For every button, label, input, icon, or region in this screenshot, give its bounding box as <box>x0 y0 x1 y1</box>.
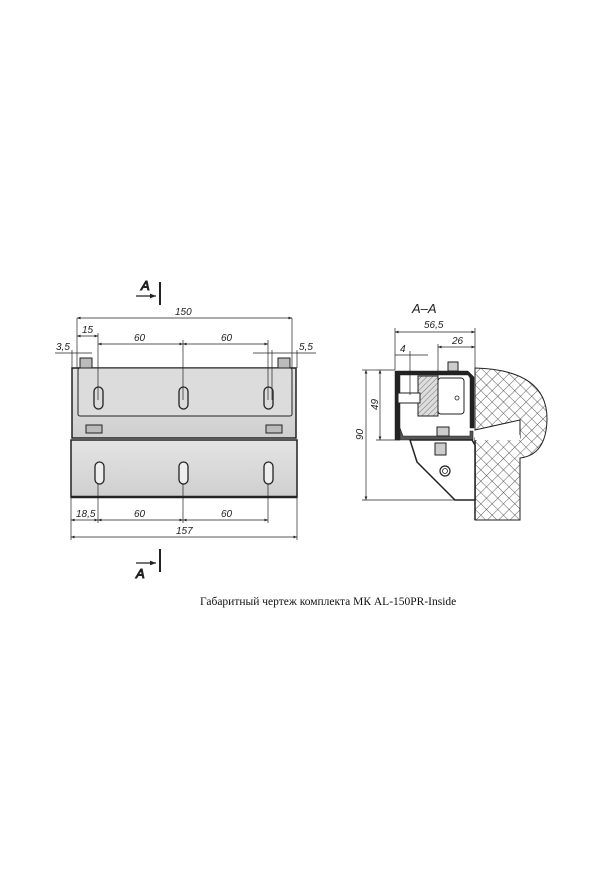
dim-49: 49 <box>370 398 381 410</box>
dim-157: 157 <box>176 526 193 537</box>
nut-icon <box>447 361 459 372</box>
wall-section <box>474 367 548 521</box>
nut-icon <box>436 426 450 437</box>
slot <box>263 386 274 410</box>
nut-icon <box>85 424 103 434</box>
slot <box>94 461 105 485</box>
bolt-head-icon <box>439 465 451 477</box>
dim-60-top-left: 60 <box>134 333 146 344</box>
dim-60-top-right: 60 <box>221 333 233 344</box>
slot <box>263 461 274 485</box>
dim-60-bottom-left: 60 <box>134 509 146 520</box>
section-label-top: A <box>140 278 150 293</box>
clamp-block <box>417 375 439 417</box>
slot <box>93 386 104 410</box>
section-title: A–A <box>411 301 437 316</box>
section-view: A–A 56, <box>355 301 548 521</box>
nut-icon <box>277 357 291 369</box>
dim-60-bottom-right: 60 <box>221 509 233 520</box>
dim-4: 4 <box>400 344 406 355</box>
nut-icon <box>434 442 447 456</box>
dim-15: 15 <box>82 325 94 336</box>
nut-icon <box>79 357 93 369</box>
front-view: A A <box>55 278 316 582</box>
dim-150: 150 <box>175 307 192 318</box>
dim-56-5: 56,5 <box>424 320 444 331</box>
nut-icon <box>265 424 283 434</box>
dim-90: 90 <box>355 428 366 440</box>
section-label-bottom: A <box>135 566 145 581</box>
dim-3-5: 3,5 <box>56 342 70 353</box>
section-mark-bottom <box>136 549 161 572</box>
dim-5-5: 5,5 <box>299 342 313 353</box>
bolt-icon <box>397 392 421 404</box>
section-mark-top <box>136 282 161 305</box>
dim-26: 26 <box>451 336 464 347</box>
slot <box>178 461 189 485</box>
dim-18-5: 18,5 <box>76 509 96 520</box>
slot <box>178 386 189 410</box>
drawing-caption: Габаритный чертеж комплекта МК AL-150PR-… <box>200 596 457 608</box>
